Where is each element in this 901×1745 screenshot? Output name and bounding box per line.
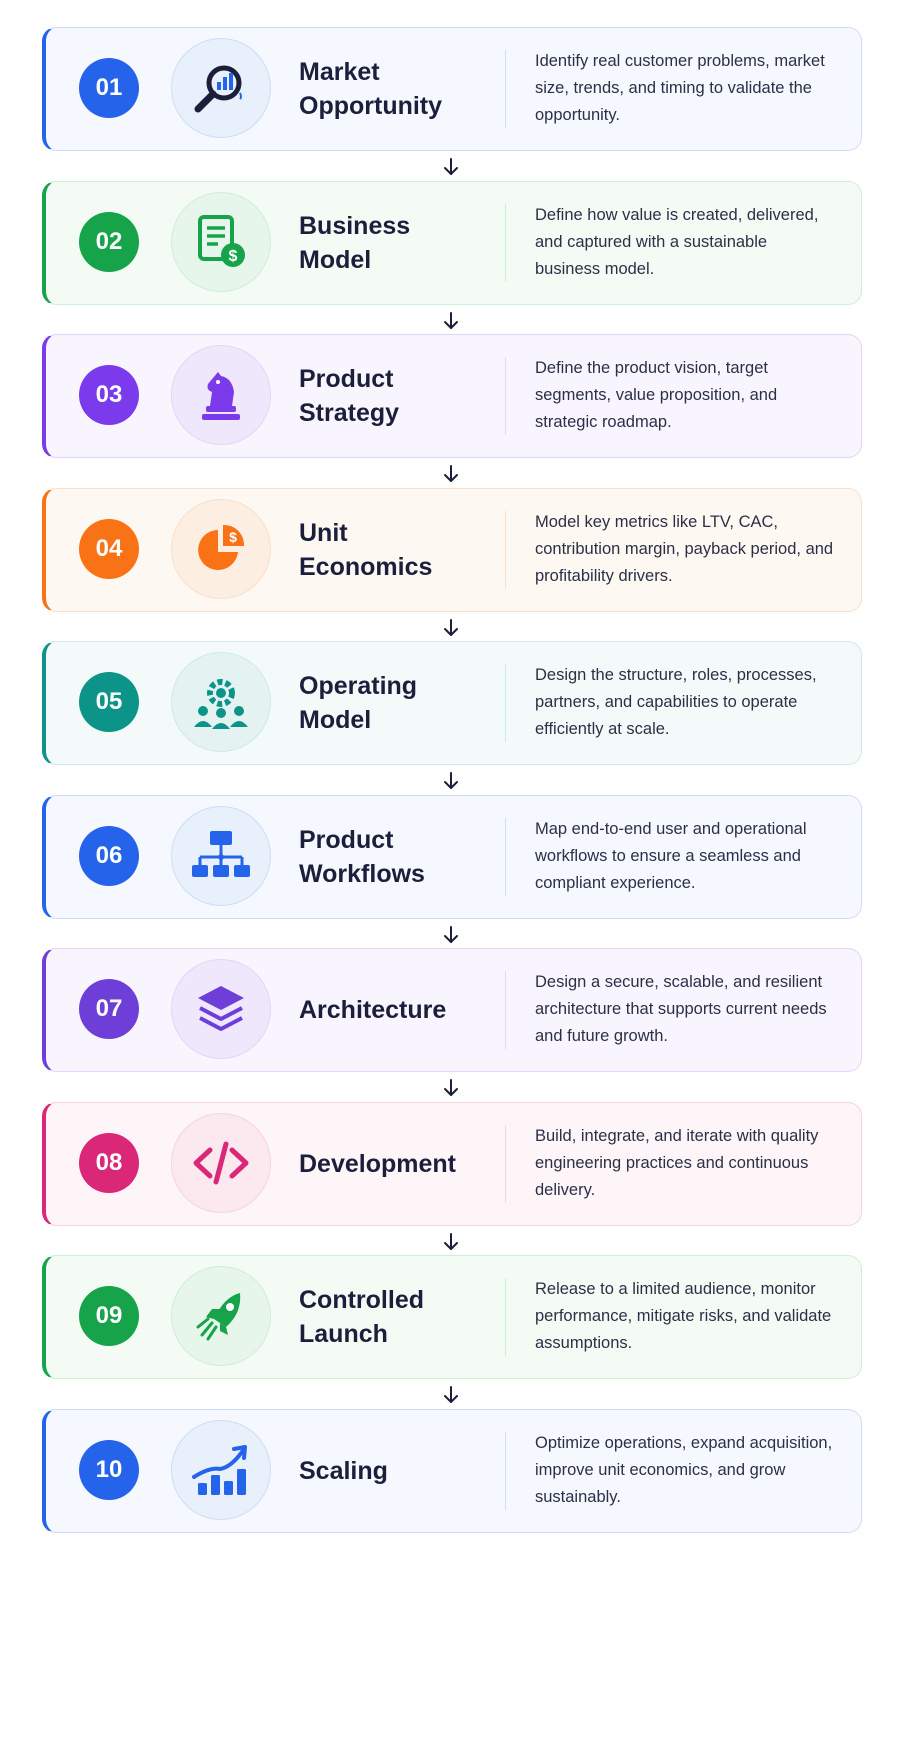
step-title-line: Economics [299,552,433,581]
svg-text:$: $ [229,529,237,545]
step-divider [505,971,506,1049]
step-title-line: Scaling [299,1456,388,1485]
step-number-badge: 02 [79,212,139,272]
down-arrow-icon [444,312,458,329]
down-arrow-icon [444,1079,458,1096]
step-icon-circle [171,1266,271,1366]
down-arrow-icon [444,158,458,175]
step-number-badge: 04 [79,519,139,579]
workflow-hierarchy-icon [188,823,254,889]
step-title-line: Strategy [299,398,400,427]
gear-people-icon [188,669,254,735]
document-dollar-icon: $ [188,209,254,275]
step-title: Architecture [299,949,499,1070]
step-number-badge: 08 [79,1133,139,1193]
step-icon-circle [171,959,271,1059]
step-divider [505,1125,506,1203]
step-divider [505,664,506,742]
step-title-line: Development [299,1149,456,1178]
step-title-line: Controlled [299,1285,424,1314]
step-title-line: Opportunity [299,91,443,120]
svg-text:$: $ [229,248,238,265]
step-icon-circle: $ [171,499,271,599]
step-title-line: Launch [299,1319,388,1348]
layers-icon [188,976,254,1042]
chess-knight-icon [188,362,254,428]
step-number-badge: 03 [79,365,139,425]
step-description: Release to a limited audience, monitor p… [535,1280,832,1352]
step-description: Optimize operations, expand acquisition,… [535,1434,833,1506]
step-title-line: Business [299,211,411,240]
pie-chart-dollar-icon: $ [188,516,254,582]
code-brackets-icon [188,1130,254,1196]
growth-chart-icon [188,1437,254,1503]
step-title: Scaling [299,1410,499,1531]
step-title-line: Product [299,364,394,393]
step-description: Design a secure, scalable, and resilient… [535,973,827,1045]
step-divider [505,357,506,435]
step-icon-circle [171,38,271,138]
step-description: Identify real customer problems, market … [535,52,825,124]
step-title-line: Market [299,57,380,86]
magnifier-chart-icon [188,55,254,121]
down-arrow-icon [444,1233,458,1250]
step-title-line: Operating [299,671,418,700]
step-description: Map end-to-end user and operational work… [535,820,807,892]
step-card: 07 Architecture Design a secure, scalable,… [42,948,862,1072]
step-description: Model key metrics like LTV, CAC, contrib… [535,513,834,585]
down-arrow-icon [444,772,458,789]
step-title-line: Unit [299,518,348,547]
step-title-line: Model [299,245,372,274]
down-arrow-icon [444,926,458,943]
step-icon-circle [171,1113,271,1213]
step-divider [505,1278,506,1356]
step-card: 08 Development Build, integrate, and itera… [42,1102,862,1226]
step-title-line: Product [299,825,394,854]
step-divider [505,50,506,128]
step-icon-circle [171,345,271,445]
rocket-icon [188,1283,254,1349]
step-description: Build, integrate, and iterate with quali… [535,1127,819,1199]
step-icon-circle [171,652,271,752]
step-description: Define the product vision, target segmen… [535,359,778,431]
down-arrow-icon [444,465,458,482]
step-number-badge: 05 [79,672,139,732]
step-divider [505,1432,506,1510]
step-divider [505,204,506,282]
step-icon-circle: $ [171,192,271,292]
step-icon-circle [171,806,271,906]
step-card: 10 Scaling Optimize operations, expand acq… [42,1409,862,1533]
step-number-badge: 06 [79,826,139,886]
down-arrow-icon [444,1386,458,1403]
step-number-badge: 09 [79,1286,139,1346]
step-number-badge: 01 [79,58,139,118]
step-icon-circle [171,1420,271,1520]
step-title-line: Model [299,705,372,734]
step-description: Design the structure, roles, processes, … [535,666,817,738]
step-divider [505,511,506,589]
step-number-badge: 10 [79,1440,139,1500]
step-description: Define how value is created, delivered, … [535,206,819,278]
down-arrow-icon [444,619,458,636]
step-title: Development [299,1103,499,1224]
step-divider [505,818,506,896]
step-title-line: Workflows [299,859,425,888]
step-title-line: Architecture [299,995,447,1024]
step-number-badge: 07 [79,979,139,1039]
